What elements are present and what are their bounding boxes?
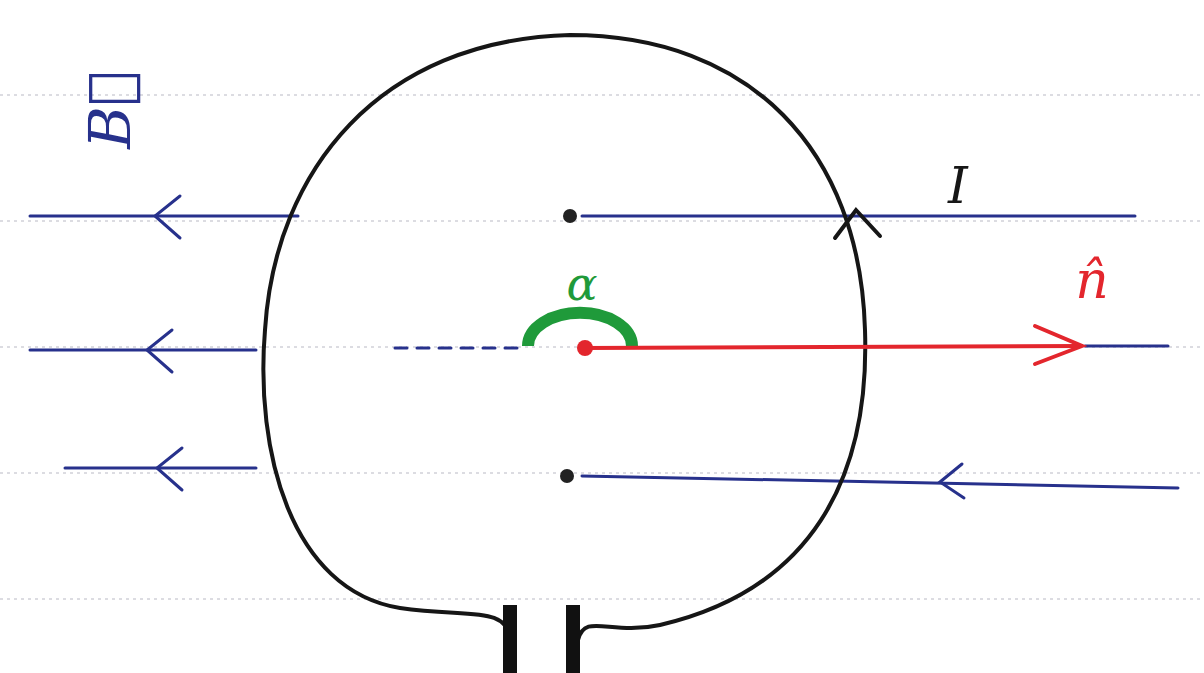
- current-arrow: [835, 210, 880, 238]
- current-loop: [263, 35, 865, 640]
- lead-wire: [566, 605, 580, 673]
- angle-symbol: α: [566, 261, 597, 307]
- normal-arrowhead: [1035, 326, 1082, 364]
- normal-symbol: n̂: [1075, 254, 1109, 306]
- lead-wire: [503, 605, 517, 673]
- field-dot: [563, 209, 577, 223]
- field-lines: [30, 196, 1178, 498]
- angle-arc: [528, 313, 632, 346]
- field-symbol: B⃗: [81, 71, 139, 148]
- current-symbol: I: [948, 161, 968, 211]
- normal-origin: [577, 340, 593, 356]
- field-dot: [560, 469, 574, 483]
- normal-vector: [585, 346, 1080, 348]
